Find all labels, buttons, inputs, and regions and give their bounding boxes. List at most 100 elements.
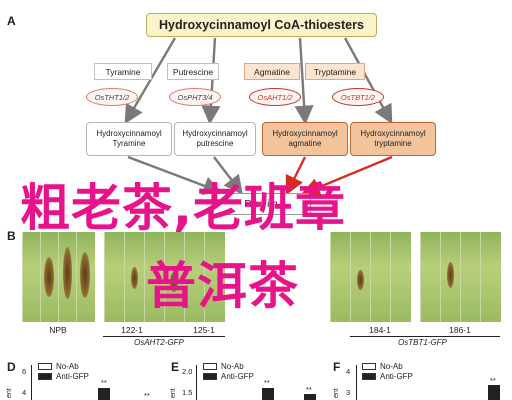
product-hc-agmatine-line1: Hydroxycinnamoyl [272,129,338,138]
leaf-tbt-4 [390,232,411,322]
panel-d-sig-2: ** [144,391,150,400]
product-hc-putrescine-line2: putrescine [196,139,234,148]
panel-e-bar-1 [262,388,274,400]
legend-swatch-antigfp [38,373,52,380]
product-hc-tryptamine: Hydroxycinnamoyl tryptamine [350,122,436,156]
overlay-text-line2: 普洱茶 [146,257,299,315]
panel-f-bar-1 [488,385,500,400]
leaf-tbt-6 [440,232,461,322]
product-hc-agmatine-line2: agmatine [288,139,322,148]
panel-label-d: D [7,360,16,374]
panel-f-legend-antigfp-label: Anti-GFP [380,372,413,381]
panel-f-legend-antigfp: Anti-GFP [362,372,413,381]
arrow-agmatine-product-to-rice [285,156,307,196]
panel-e-legend-antigfp: Anti-GFP [203,372,254,381]
panel-f-yaxis [356,365,357,400]
arrow-tyramine-product-to-rice [127,155,223,195]
enzyme-ospht: OsPHT3/4 [169,88,221,106]
leaf-aht-3 [144,232,165,322]
substrate-tryptamine: Tryptamine [305,63,365,80]
arrow-putrescine-product-to-rice [213,156,243,195]
product-hc-tyramine: Hydroxycinnamoyl Tyramine [86,122,172,156]
leaf-tbt-2 [350,232,371,322]
rice-immunity-box: Rice im [211,193,311,215]
group-label-osaht2-gfp: OsAHT2-GFP [134,338,184,347]
leaf-aht-5 [184,232,205,322]
panel-d-ytick-6: 6 [22,367,27,376]
substrate-tyramine: Tyramine [94,63,152,80]
product-hc-putrescine: Hydroxycinnamoyl putrescine [174,122,256,156]
panel-f-ytick-4: 4 [346,367,351,376]
leaf-aht-4 [164,232,185,322]
leaf-npb-3 [58,232,77,322]
leaf-tbt-1 [330,232,351,322]
substrate-agmatine: Agmatine [244,63,300,80]
panel-d-legend-antigfp: Anti-GFP [38,372,89,381]
arrow-tryptamine-product-to-rice [300,155,393,197]
panel-d-legend-antigfp-label: Anti-GFP [56,372,89,381]
panel-f-legend-noab: No-Ab [362,362,403,371]
panel-f-legend-noab-label: No-Ab [380,362,403,371]
leaf-label-125-1: 125-1 [193,325,215,335]
panel-d-legend-noab: No-Ab [38,362,79,371]
panel-label-e: E [171,360,180,374]
legend-swatch-noab-e [203,363,217,370]
panel-f-sig-1: ** [490,376,496,385]
leaf-label-122-1: 122-1 [121,325,143,335]
panel-d-yaxis [31,365,32,400]
panel-f-ytick-3: 3 [346,388,351,397]
leaf-npb-1 [22,232,41,322]
panel-d-bar-1 [98,388,110,400]
panel-d-legend-noab-label: No-Ab [56,362,79,371]
panel-f-ylabel: ent [333,388,340,398]
panel-e-ytick-2: 2.0 [182,367,193,376]
panel-d-sig-1: ** [101,378,107,387]
leaf-label-npb: NPB [49,325,67,335]
leaf-aht-6 [204,232,225,322]
product-hc-tyramine-line1: Hydroxycinnamoyl [96,129,162,138]
leaf-label-184-1: 184-1 [369,325,391,335]
leaf-tbt-3 [370,232,391,322]
product-hc-tyramine-line2: Tyramine [112,139,146,148]
panel-e-legend-noab-label: No-Ab [221,362,244,371]
legend-swatch-noab [38,363,52,370]
leaf-npb-2 [40,232,59,322]
enzyme-osaht: OsAHT1/2 [249,88,301,106]
leaf-npb-4 [76,232,95,322]
arrow-title-to-tryptamine-product [343,37,393,125]
arrow-title-to-agmatine-product [294,37,314,125]
panel-e-legend-noab: No-Ab [203,362,244,371]
panel-label-f: F [333,360,341,374]
pathway-title-box: Hydroxycinnamoyl CoA-thioesters [146,13,377,37]
legend-swatch-noab-f [362,363,376,370]
panel-e-sig-2: ** [306,385,312,394]
panel-e-sig-1: ** [264,378,270,387]
panel-label-a: A [7,14,16,28]
panel-d-ylabel: ent [6,388,13,398]
panel-label-b: B [7,229,16,243]
enzyme-ostbt: OsTBT1/2 [332,88,384,106]
leaf-tbt-8 [480,232,501,322]
legend-swatch-antigfp-e [203,373,217,380]
panel-e-ytick-1-5: 1.5 [182,388,193,397]
leaf-aht-2 [124,232,145,322]
product-hc-tryptamine-line1: Hydroxycinnamoyl [360,129,426,138]
enzyme-osttht: OsTHT1/2 [86,88,138,106]
product-hc-tryptamine-line2: tryptamine [374,139,412,148]
panel-e-yaxis [196,365,197,400]
group-underline-aht [103,336,225,337]
leaf-label-186-1: 186-1 [449,325,471,335]
leaf-aht-1 [104,232,125,322]
panel-d-ytick-4: 4 [22,388,27,397]
leaf-tbt-7 [460,232,481,322]
substrate-putrescine: Putrescine [167,63,219,80]
product-hc-putrescine-line1: Hydroxycinnamoyl [182,129,248,138]
leaf-tbt-5 [420,232,441,322]
panel-e-bar-2 [304,394,316,400]
panel-e-legend-antigfp-label: Anti-GFP [221,372,254,381]
group-label-ostbt1-gfp: OsTBT1-GFP [398,338,447,347]
legend-swatch-antigfp-f [362,373,376,380]
group-underline-tbt [350,336,500,337]
overlay-text-line1: 粗老茶,老班章 [20,179,346,237]
product-hc-agmatine: Hydroxycinnamoyl agmatine [262,122,348,156]
